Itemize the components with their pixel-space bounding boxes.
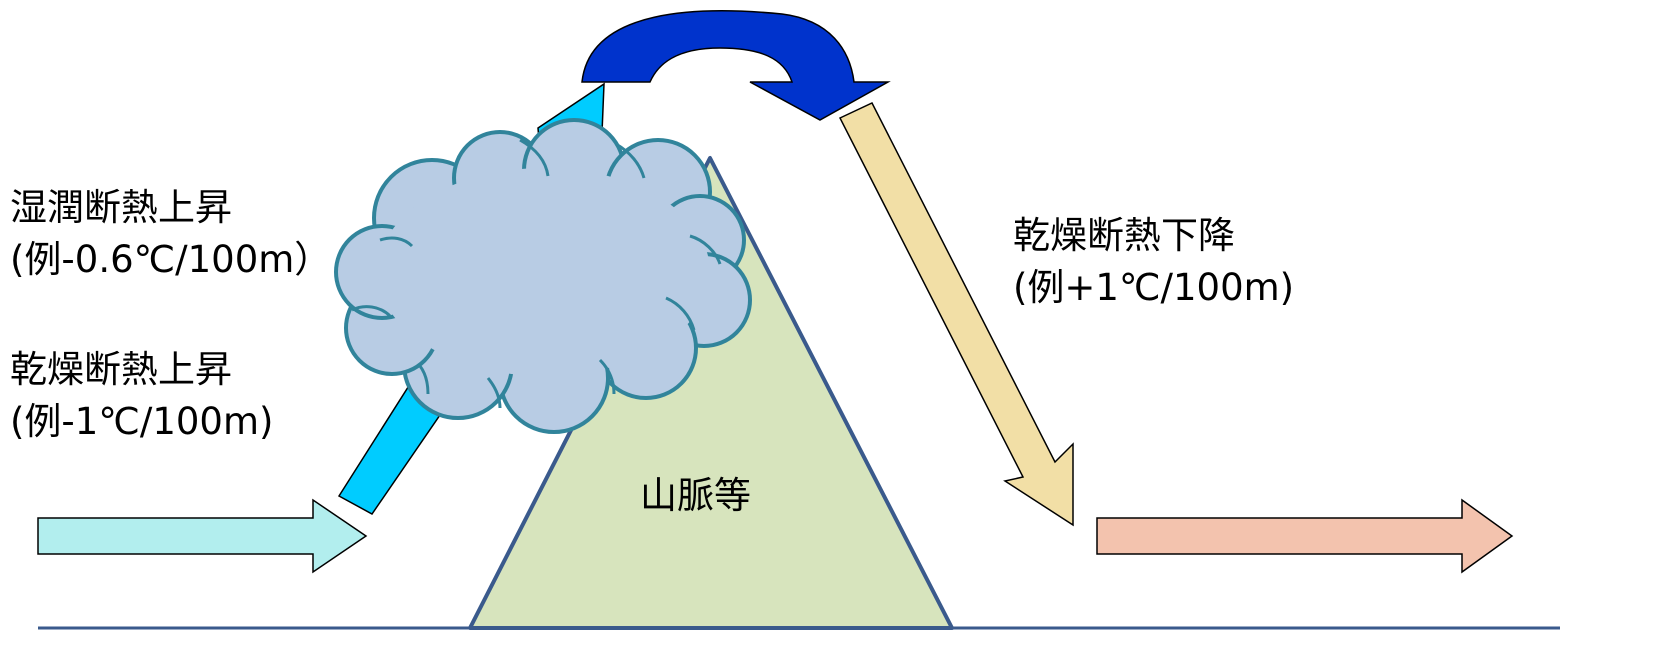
dry-adiabatic-descent-rate: (例+1℃/100m): [1013, 266, 1295, 309]
dry-adiabatic-ascent-rate: (例-1℃/100m): [10, 400, 274, 443]
moist-adiabatic-rate: (例-0.6℃/100m）: [10, 238, 332, 281]
dry-adiabatic-descent-label: 乾燥断熱下降 (例+1℃/100m): [1013, 210, 1294, 314]
crest-curved-arrow: [581, 10, 891, 121]
incoming-air-arrow: [37, 498, 368, 574]
cloud: [334, 118, 752, 434]
outgoing-air-arrow: [1096, 498, 1514, 574]
mountain-label: 山脈等: [640, 474, 751, 517]
descending-air-arrow: [838, 102, 1074, 527]
dry-adiabatic-descent-title: 乾燥断熱下降: [1013, 214, 1235, 257]
moist-adiabatic-title: 湿潤断熱上昇: [10, 186, 232, 229]
dry-adiabatic-ascent-title: 乾燥断熱上昇: [10, 348, 232, 391]
dry-adiabatic-ascent-label: 乾燥断熱上昇 (例-1℃/100m): [10, 344, 273, 448]
moist-adiabatic-label: 湿潤断熱上昇 (例-0.6℃/100m）: [10, 182, 331, 286]
